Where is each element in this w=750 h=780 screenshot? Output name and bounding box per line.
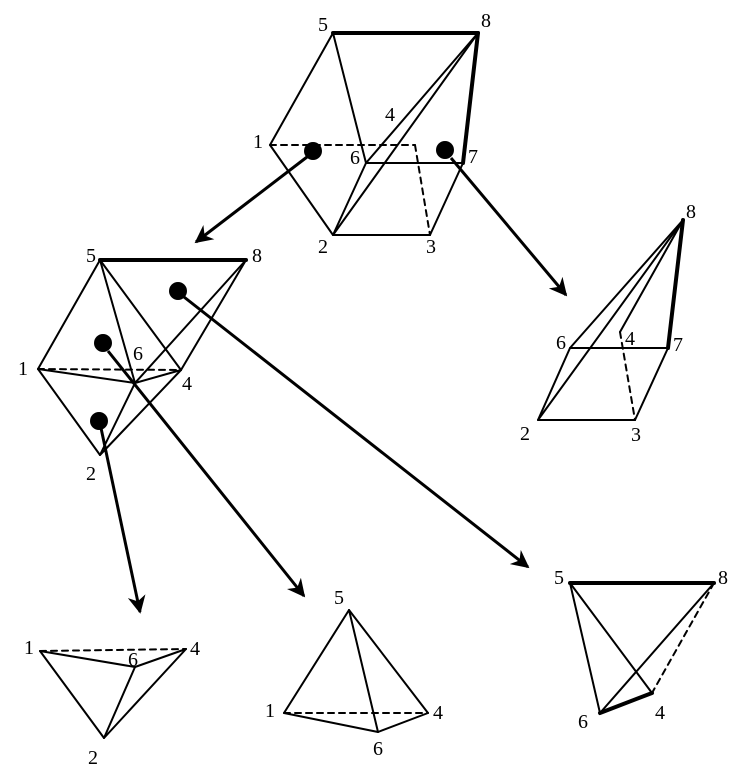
vertex-label: 8 — [481, 10, 491, 32]
vertex-label: 1 — [253, 131, 263, 153]
arrow — [106, 350, 306, 598]
vertex-label: 1 — [265, 700, 275, 722]
vertex-label: 5 — [318, 14, 328, 36]
vertex-label: 8 — [686, 201, 696, 223]
vertex-label: 1 — [24, 637, 34, 659]
vertex-label: 6 — [556, 332, 566, 354]
middle-right-polyhedron: 8 6 4 7 2 3 — [520, 201, 696, 446]
vertex-label: 3 — [631, 424, 641, 446]
selection-dot — [90, 412, 108, 430]
vertex-label: 7 — [673, 334, 683, 356]
selection-dot — [304, 142, 322, 160]
selection-dot — [436, 141, 454, 159]
vertex-label: 4 — [182, 373, 192, 395]
vertex-label: 1 — [18, 358, 28, 380]
tetrahedron-4568: 5 8 6 4 — [554, 567, 728, 733]
middle-left-polyhedron: 5 8 1 6 4 2 — [18, 245, 262, 485]
vertex-label: 6 — [133, 343, 143, 365]
vertex-label: 4 — [190, 638, 200, 660]
vertex-label: 4 — [433, 702, 443, 724]
vertex-label: 2 — [86, 463, 96, 485]
vertex-label: 6 — [578, 711, 588, 733]
vertex-label: 8 — [718, 567, 728, 589]
vertex-label: 8 — [252, 245, 262, 267]
vertex-label: 5 — [334, 587, 344, 609]
arrow — [449, 157, 568, 297]
vertex-label: 6 — [350, 147, 360, 169]
vertex-label: 7 — [468, 146, 478, 168]
vertex-label: 5 — [86, 245, 96, 267]
vertex-label: 4 — [385, 104, 395, 126]
full-polyhedron: 5 8 1 4 6 7 2 3 — [253, 10, 491, 258]
vertex-label: 4 — [655, 702, 665, 724]
vertex-label: 2 — [88, 747, 98, 769]
vertex-label: 3 — [426, 236, 436, 258]
vertex-label: 6 — [373, 738, 383, 760]
selection-dot — [169, 282, 187, 300]
vertex-label: 6 — [128, 649, 138, 671]
vertex-label: 5 — [554, 567, 564, 589]
arrow — [183, 295, 530, 569]
arrow — [194, 155, 308, 244]
arrow — [99, 427, 146, 614]
vertex-label: 4 — [625, 328, 635, 350]
tetrahedron-1456: 5 1 4 6 — [265, 587, 443, 760]
tetrahedron-1246: 1 6 4 2 — [24, 637, 200, 769]
vertex-label: 2 — [520, 423, 530, 445]
vertex-label: 2 — [318, 236, 328, 258]
selection-dot — [94, 334, 112, 352]
